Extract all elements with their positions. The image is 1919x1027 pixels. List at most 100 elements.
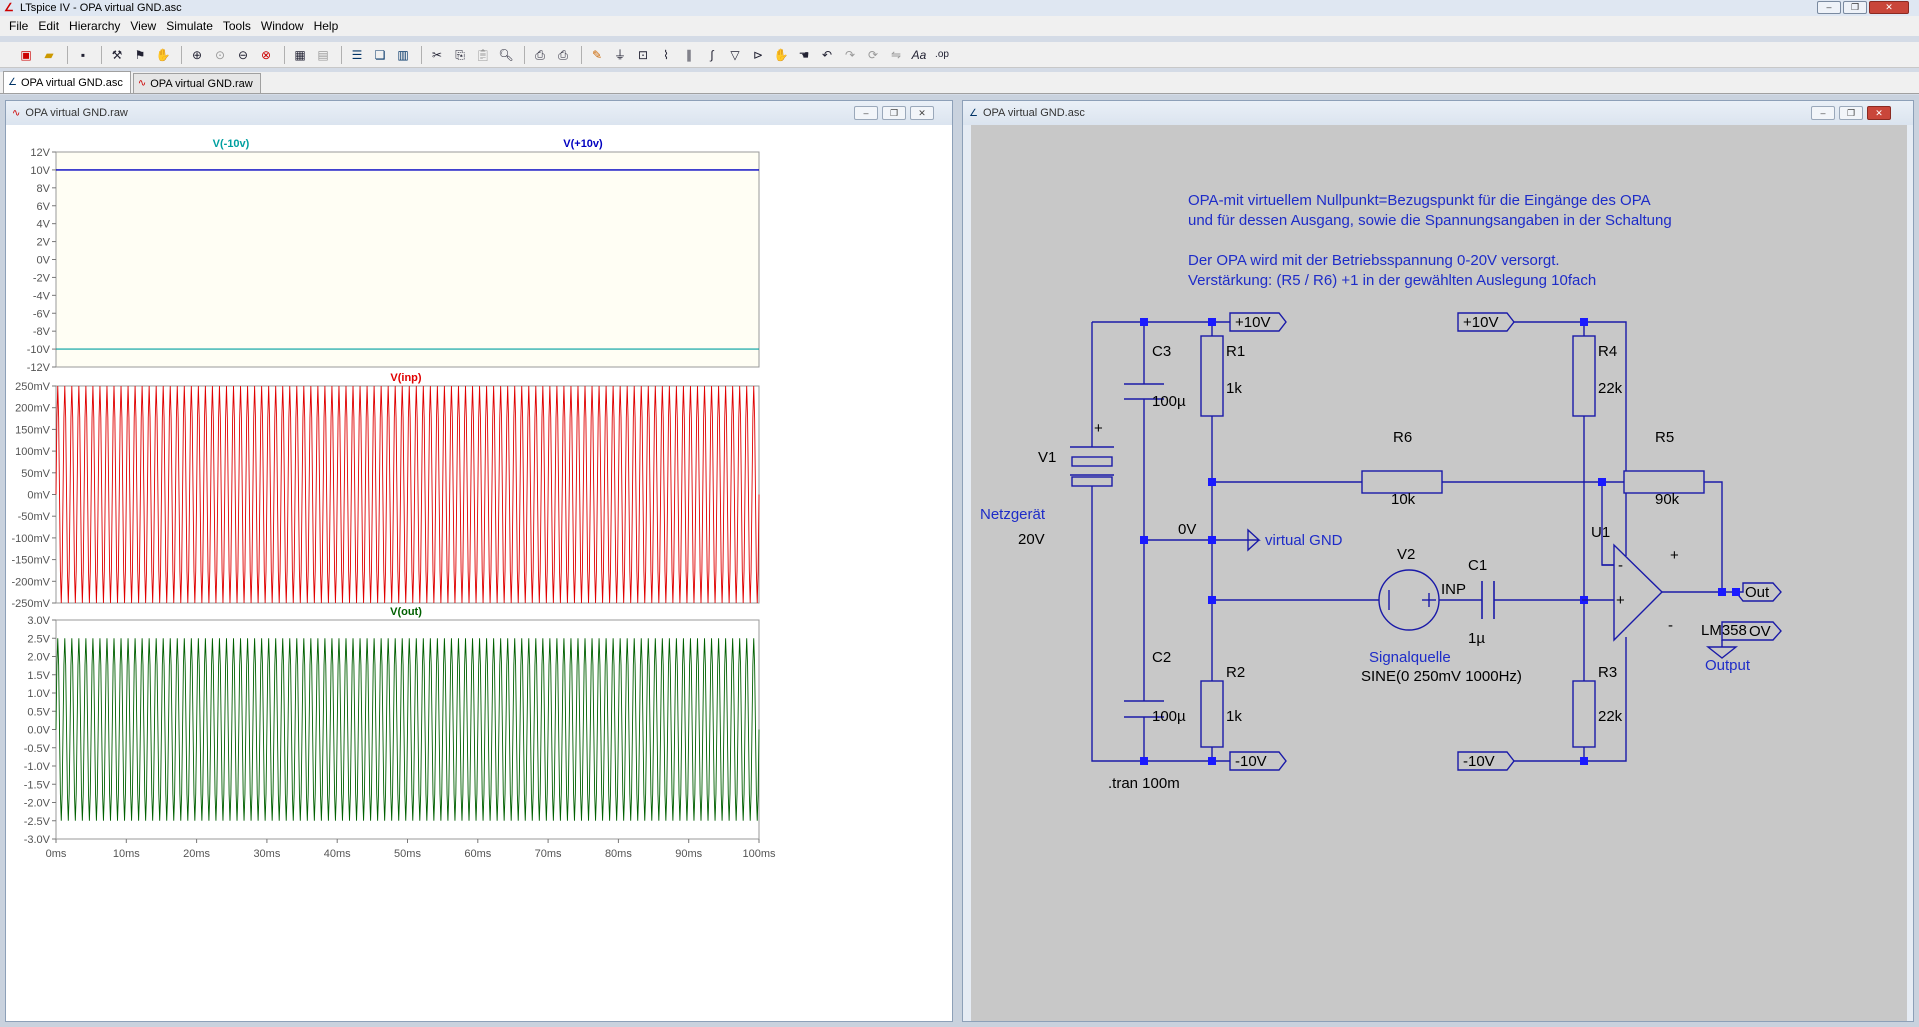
menu-edit[interactable]: Edit <box>38 19 60 33</box>
ruler-icon[interactable]: ▤ <box>317 47 329 62</box>
print-setup-icon[interactable]: ⎙ <box>535 47 545 62</box>
rotate-icon[interactable]: ⟳ <box>867 47 879 62</box>
waveform-window-titlebar: ∿ OPA virtual GND.raw <box>6 101 952 125</box>
halt-icon[interactable]: ✋ <box>155 47 171 62</box>
label-minus: - <box>1618 557 1623 574</box>
y-tick-label: -8V <box>33 326 51 338</box>
comment-line: Der OPA wird mit der Betriebsspannung 0-… <box>1188 252 1560 269</box>
waveform-window-title: OPA virtual GND.raw <box>25 107 128 119</box>
menu-help[interactable]: Help <box>313 19 339 33</box>
inductor-icon[interactable]: ∫ <box>710 47 714 62</box>
y-tick-label: 2.5V <box>27 633 50 645</box>
find-icon[interactable]: 🔍︎ <box>498 47 514 62</box>
undo-icon[interactable]: ↶ <box>821 47 833 62</box>
restore-icon[interactable]: ❐ <box>882 106 906 120</box>
opamp-u1[interactable] <box>1582 543 1663 642</box>
restore-icon[interactable]: ❐ <box>1839 106 1863 120</box>
close-icon[interactable]: ✕ <box>1869 1 1909 14</box>
resistor-r4[interactable] <box>1572 335 1596 417</box>
tab-schematic[interactable]: ∠ OPA virtual GND.asc <box>3 71 131 93</box>
y-tick-label: 50mV <box>21 468 50 480</box>
schematic-canvas[interactable]: OPA-mit virtuellem Nullpunkt=Bezugspunkt… <box>963 125 1913 1021</box>
label-tran: .tran 100m <box>1108 775 1180 792</box>
diode-icon[interactable]: ▽ <box>730 47 740 62</box>
autorange-icon[interactable]: ▦ <box>294 47 306 62</box>
redo-icon[interactable]: ↷ <box>844 47 856 62</box>
net-flags <box>1216 312 1782 771</box>
junction-dot <box>1140 536 1148 544</box>
cascade-icon[interactable]: ❏ <box>374 47 386 62</box>
trace-waveform <box>55 385 760 604</box>
move-icon[interactable]: ✋ <box>773 47 789 62</box>
drag-icon[interactable]: ☚ <box>798 47 810 62</box>
menu-window[interactable]: Window <box>260 19 304 33</box>
menu-file[interactable]: File <box>9 19 29 33</box>
zoom-in-icon[interactable]: ⊕ <box>191 47 203 62</box>
resistor-r5[interactable] <box>1623 470 1705 494</box>
capacitor-icon[interactable]: ∥ <box>686 47 692 62</box>
label-r2-name: R2 <box>1226 664 1245 681</box>
new-schematic-icon[interactable]: ▣ <box>20 47 32 62</box>
y-tick-label: 1.5V <box>27 670 50 682</box>
paste-icon[interactable]: 📋︎ <box>475 47 491 62</box>
minimize-icon[interactable]: – <box>854 106 878 120</box>
draw-wire-icon[interactable]: ✎ <box>591 47 603 62</box>
component-icon[interactable]: ⊳ <box>752 47 764 62</box>
resistor-r6[interactable] <box>1361 470 1443 494</box>
capacitor-c2[interactable] <box>1124 700 1164 718</box>
sine-source-v2[interactable] <box>1378 569 1440 631</box>
minimize-icon[interactable]: – <box>1811 106 1835 120</box>
tile-horizontal-icon[interactable]: ☰ <box>351 47 363 62</box>
maximize-icon[interactable]: ❐ <box>1843 1 1867 14</box>
cut-icon[interactable]: ✂ <box>431 47 443 62</box>
tile-vertical-icon[interactable]: ▥ <box>397 47 409 62</box>
ltspice-icon: ∠ <box>4 2 14 14</box>
copy-icon[interactable]: ⎘ <box>455 47 465 62</box>
close-icon[interactable]: ✕ <box>1867 106 1891 120</box>
flag-ov <box>1721 621 1782 641</box>
print-icon[interactable]: ⎙ <box>558 47 568 62</box>
open-icon[interactable]: ▰ <box>44 47 54 62</box>
out-junction <box>1732 588 1740 596</box>
zoom-fit-icon[interactable]: ⊗ <box>260 47 272 62</box>
label-r1-name: R1 <box>1226 343 1245 360</box>
label-inp: INP <box>1441 581 1466 598</box>
tab-waveform[interactable]: ∿ OPA virtual GND.raw <box>132 73 261 93</box>
capacitor-c1[interactable] <box>1481 581 1495 619</box>
comment-line: Verstärkung: (R5 / R6) +1 in der gewählt… <box>1188 272 1596 289</box>
menu-tools[interactable]: Tools <box>222 19 251 33</box>
label-r5-value: 90k <box>1655 491 1680 508</box>
resistor-r1[interactable] <box>1200 335 1224 417</box>
y-tick-label: -3.0V <box>24 834 51 846</box>
resistor-r2[interactable] <box>1200 680 1224 748</box>
menu-simulate[interactable]: Simulate <box>166 19 213 33</box>
menu-hierarchy[interactable]: Hierarchy <box>69 19 121 33</box>
capacitor-c3[interactable] <box>1124 383 1164 400</box>
close-icon[interactable]: ✕ <box>910 106 934 120</box>
text-icon[interactable]: Aa <box>911 47 927 62</box>
resistor-icon[interactable]: ⌇ <box>663 47 669 62</box>
waveform-plot-area[interactable]: 12V10V8V6V4V2V0V-2V-4V-6V-8V-10V-12VV(-1… <box>6 125 952 1021</box>
ground-icon[interactable]: ⏚ <box>613 47 626 62</box>
run-icon[interactable]: ⚑ <box>134 47 146 62</box>
mirror-icon[interactable]: ⇋ <box>890 47 902 62</box>
minimize-icon[interactable]: – <box>1817 1 1841 14</box>
net-label-icon[interactable]: ⊡ <box>637 47 649 62</box>
tab-label: OPA virtual GND.asc <box>20 76 123 89</box>
junction-dot <box>1140 757 1148 765</box>
spice-directive-icon[interactable]: .op <box>935 48 949 60</box>
control-panel-icon[interactable]: ⚒ <box>111 47 123 62</box>
save-icon[interactable]: ▪ <box>80 47 86 62</box>
resistor-r3[interactable] <box>1572 680 1596 748</box>
junction-dot <box>1732 588 1740 596</box>
y-tick-label: -6V <box>33 308 51 320</box>
zoom-out-icon[interactable]: ⊖ <box>237 47 249 62</box>
toolbar-divider <box>421 45 422 64</box>
x-tick-label: 20ms <box>183 848 210 860</box>
battery-v1[interactable] <box>1070 446 1114 487</box>
y-tick-label: -2.5V <box>24 816 51 828</box>
pan-icon[interactable]: ⊙ <box>214 47 226 62</box>
capacitors <box>1124 383 1495 718</box>
menu-view[interactable]: View <box>130 19 157 33</box>
